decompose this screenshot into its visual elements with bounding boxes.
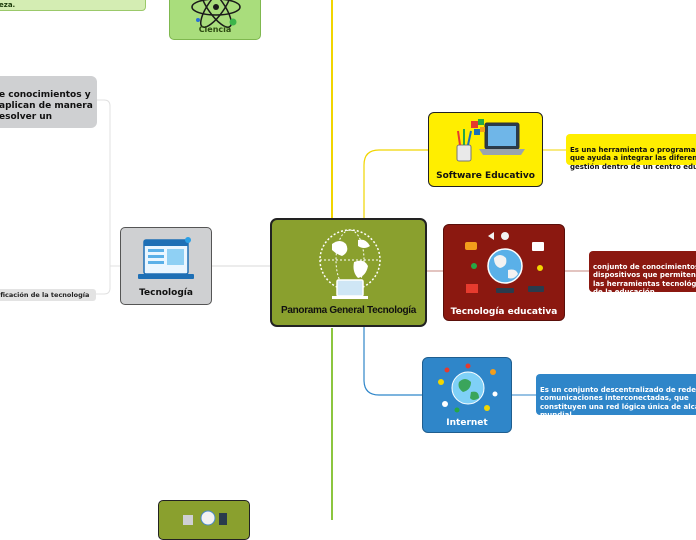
- internet-globe-icon: [438, 363, 498, 413]
- laptop-puzzle-icon: [456, 119, 525, 162]
- bracket-tecnologia: [96, 99, 111, 295]
- connector-internet: [363, 326, 422, 396]
- software-note-text: Es una herramienta o programa que ayuda …: [570, 145, 696, 171]
- computer-window-icon: [138, 237, 194, 279]
- definicion-text: e conocimientos y aplican de manera esol…: [0, 90, 93, 122]
- tecnologia-label: Tecnología: [139, 288, 193, 298]
- tecnologia-node[interactable]: Tecnología: [120, 227, 212, 305]
- clasificacion-note: ificación de la tecnología: [0, 289, 96, 301]
- top-note: eza.: [0, 0, 146, 11]
- internet-note: Es un conjunto descentralizado de rede c…: [536, 374, 696, 419]
- connector-software: [363, 149, 428, 218]
- bottom-node[interactable]: [158, 500, 250, 540]
- internet-note-text: Es un conjunto descentralizado de rede c…: [540, 385, 696, 420]
- internet-node[interactable]: Internet: [422, 357, 512, 433]
- software-node[interactable]: Software Educativo: [428, 112, 543, 187]
- globe-icon: [319, 229, 381, 299]
- ciencia-label: Ciencia: [198, 25, 232, 34]
- tec-edu-node[interactable]: Tecnología educativa: [443, 224, 565, 321]
- devices-icon: [183, 510, 227, 526]
- top-note-text: eza.: [0, 1, 16, 9]
- globe-network-icon: [465, 232, 544, 293]
- central-label: Panorama General Tecnología: [280, 305, 417, 316]
- software-note: Es una herramienta o programa que ayuda …: [566, 134, 696, 171]
- atom-icon: [191, 0, 241, 28]
- internet-label: Internet: [446, 418, 488, 428]
- software-label: Software Educativo: [436, 171, 535, 181]
- clasificacion-text: ificación de la tecnología: [0, 291, 90, 299]
- central-node[interactable]: Panorama General Tecnología: [270, 218, 427, 327]
- tec-edu-note-text: conjunto de conocimientos dispositivos q…: [593, 262, 696, 297]
- ciencia-node[interactable]: Ciencia: [169, 0, 261, 40]
- tec-edu-note: conjunto de conocimientos dispositivos q…: [589, 251, 696, 296]
- definicion-note: e conocimientos y aplican de manera esol…: [0, 76, 97, 128]
- tec-edu-label: Tecnología educativa: [450, 307, 558, 317]
- connector-lines: [96, 0, 590, 520]
